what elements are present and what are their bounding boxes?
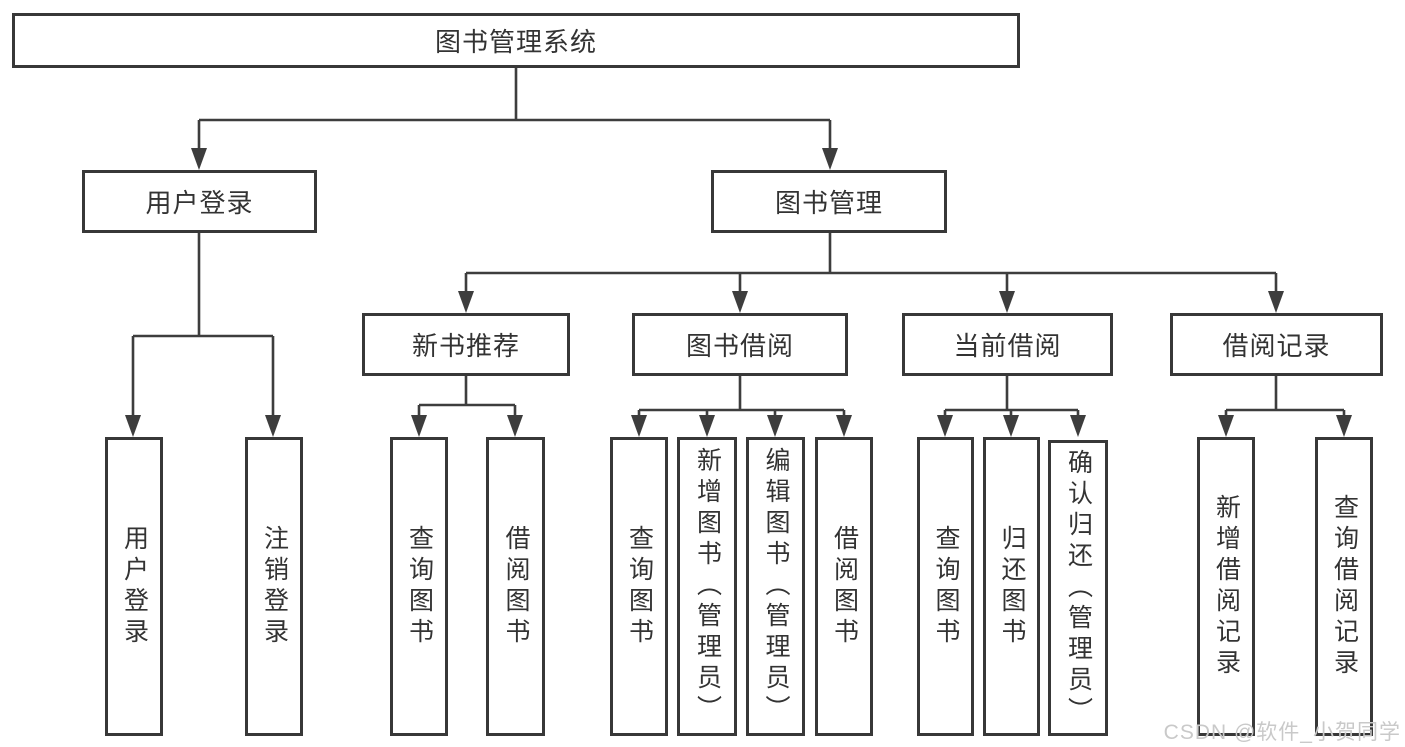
leaf-newbook-borrow-books: 借阅图书 (486, 437, 545, 736)
arrow-down-icon (767, 415, 783, 437)
node-user-login: 用户登录 (82, 170, 317, 233)
leaf-records-query-record: 查询借阅记录 (1315, 437, 1373, 736)
leaf-borrow-edit-books-admin: 编辑图书（管理员） (746, 437, 805, 736)
connector-line (637, 376, 846, 420)
arrow-down-icon (631, 415, 647, 437)
leaf-borrow-query-books: 查询图书 (610, 437, 668, 736)
arrow-down-icon (1218, 415, 1234, 437)
arrow-down-icon (1070, 415, 1086, 437)
leaf-current-confirm-return-admin: 确认归还（管理员） (1048, 440, 1108, 736)
leaf-current-query-books: 查询图书 (917, 437, 974, 736)
leaf-current-return-books: 归还图书 (983, 437, 1040, 736)
arrow-down-icon (999, 291, 1015, 313)
leaf-logout: 注销登录 (245, 437, 303, 736)
node-current-borrow: 当前借阅 (902, 313, 1113, 376)
node-borrow-records: 借阅记录 (1170, 313, 1383, 376)
arrow-down-icon (411, 415, 427, 437)
arrow-down-icon (191, 148, 207, 170)
arrow-down-icon (265, 415, 281, 437)
leaf-borrow-borrow-books: 借阅图书 (815, 437, 873, 736)
node-new-book-recommend: 新书推荐 (362, 313, 570, 376)
arrow-down-icon (1003, 415, 1019, 437)
connector-lines (131, 68, 1346, 420)
arrow-down-icon (822, 148, 838, 170)
node-root: 图书管理系统 (12, 13, 1020, 68)
leaf-records-add-record: 新增借阅记录 (1197, 437, 1255, 736)
arrow-down-icon (125, 415, 141, 437)
arrow-down-icon (836, 415, 852, 437)
arrow-down-icon (1336, 415, 1352, 437)
node-book-borrow: 图书借阅 (632, 313, 848, 376)
leaf-borrow-add-books-admin: 新增图书（管理员） (677, 437, 737, 736)
connector-line (464, 233, 1278, 296)
node-book-management: 图书管理 (711, 170, 947, 233)
arrow-down-icon (1268, 291, 1284, 313)
connector-line (197, 68, 832, 152)
leaf-user-login: 用户登录 (105, 437, 163, 736)
arrow-down-icon (699, 415, 715, 437)
connector-line (943, 376, 1080, 420)
arrow-down-icon (507, 415, 523, 437)
csdn-watermark: CSDN @软件_小贺同学 (1163, 721, 1401, 744)
arrow-down-icon (458, 291, 474, 313)
leaf-newbook-query-books: 查询图书 (390, 437, 448, 736)
connector-line (1224, 376, 1346, 420)
arrow-down-icon (937, 415, 953, 437)
arrowheads (125, 148, 1352, 437)
connector-line (417, 376, 517, 420)
connector-line (131, 233, 275, 420)
arrow-down-icon (732, 291, 748, 313)
